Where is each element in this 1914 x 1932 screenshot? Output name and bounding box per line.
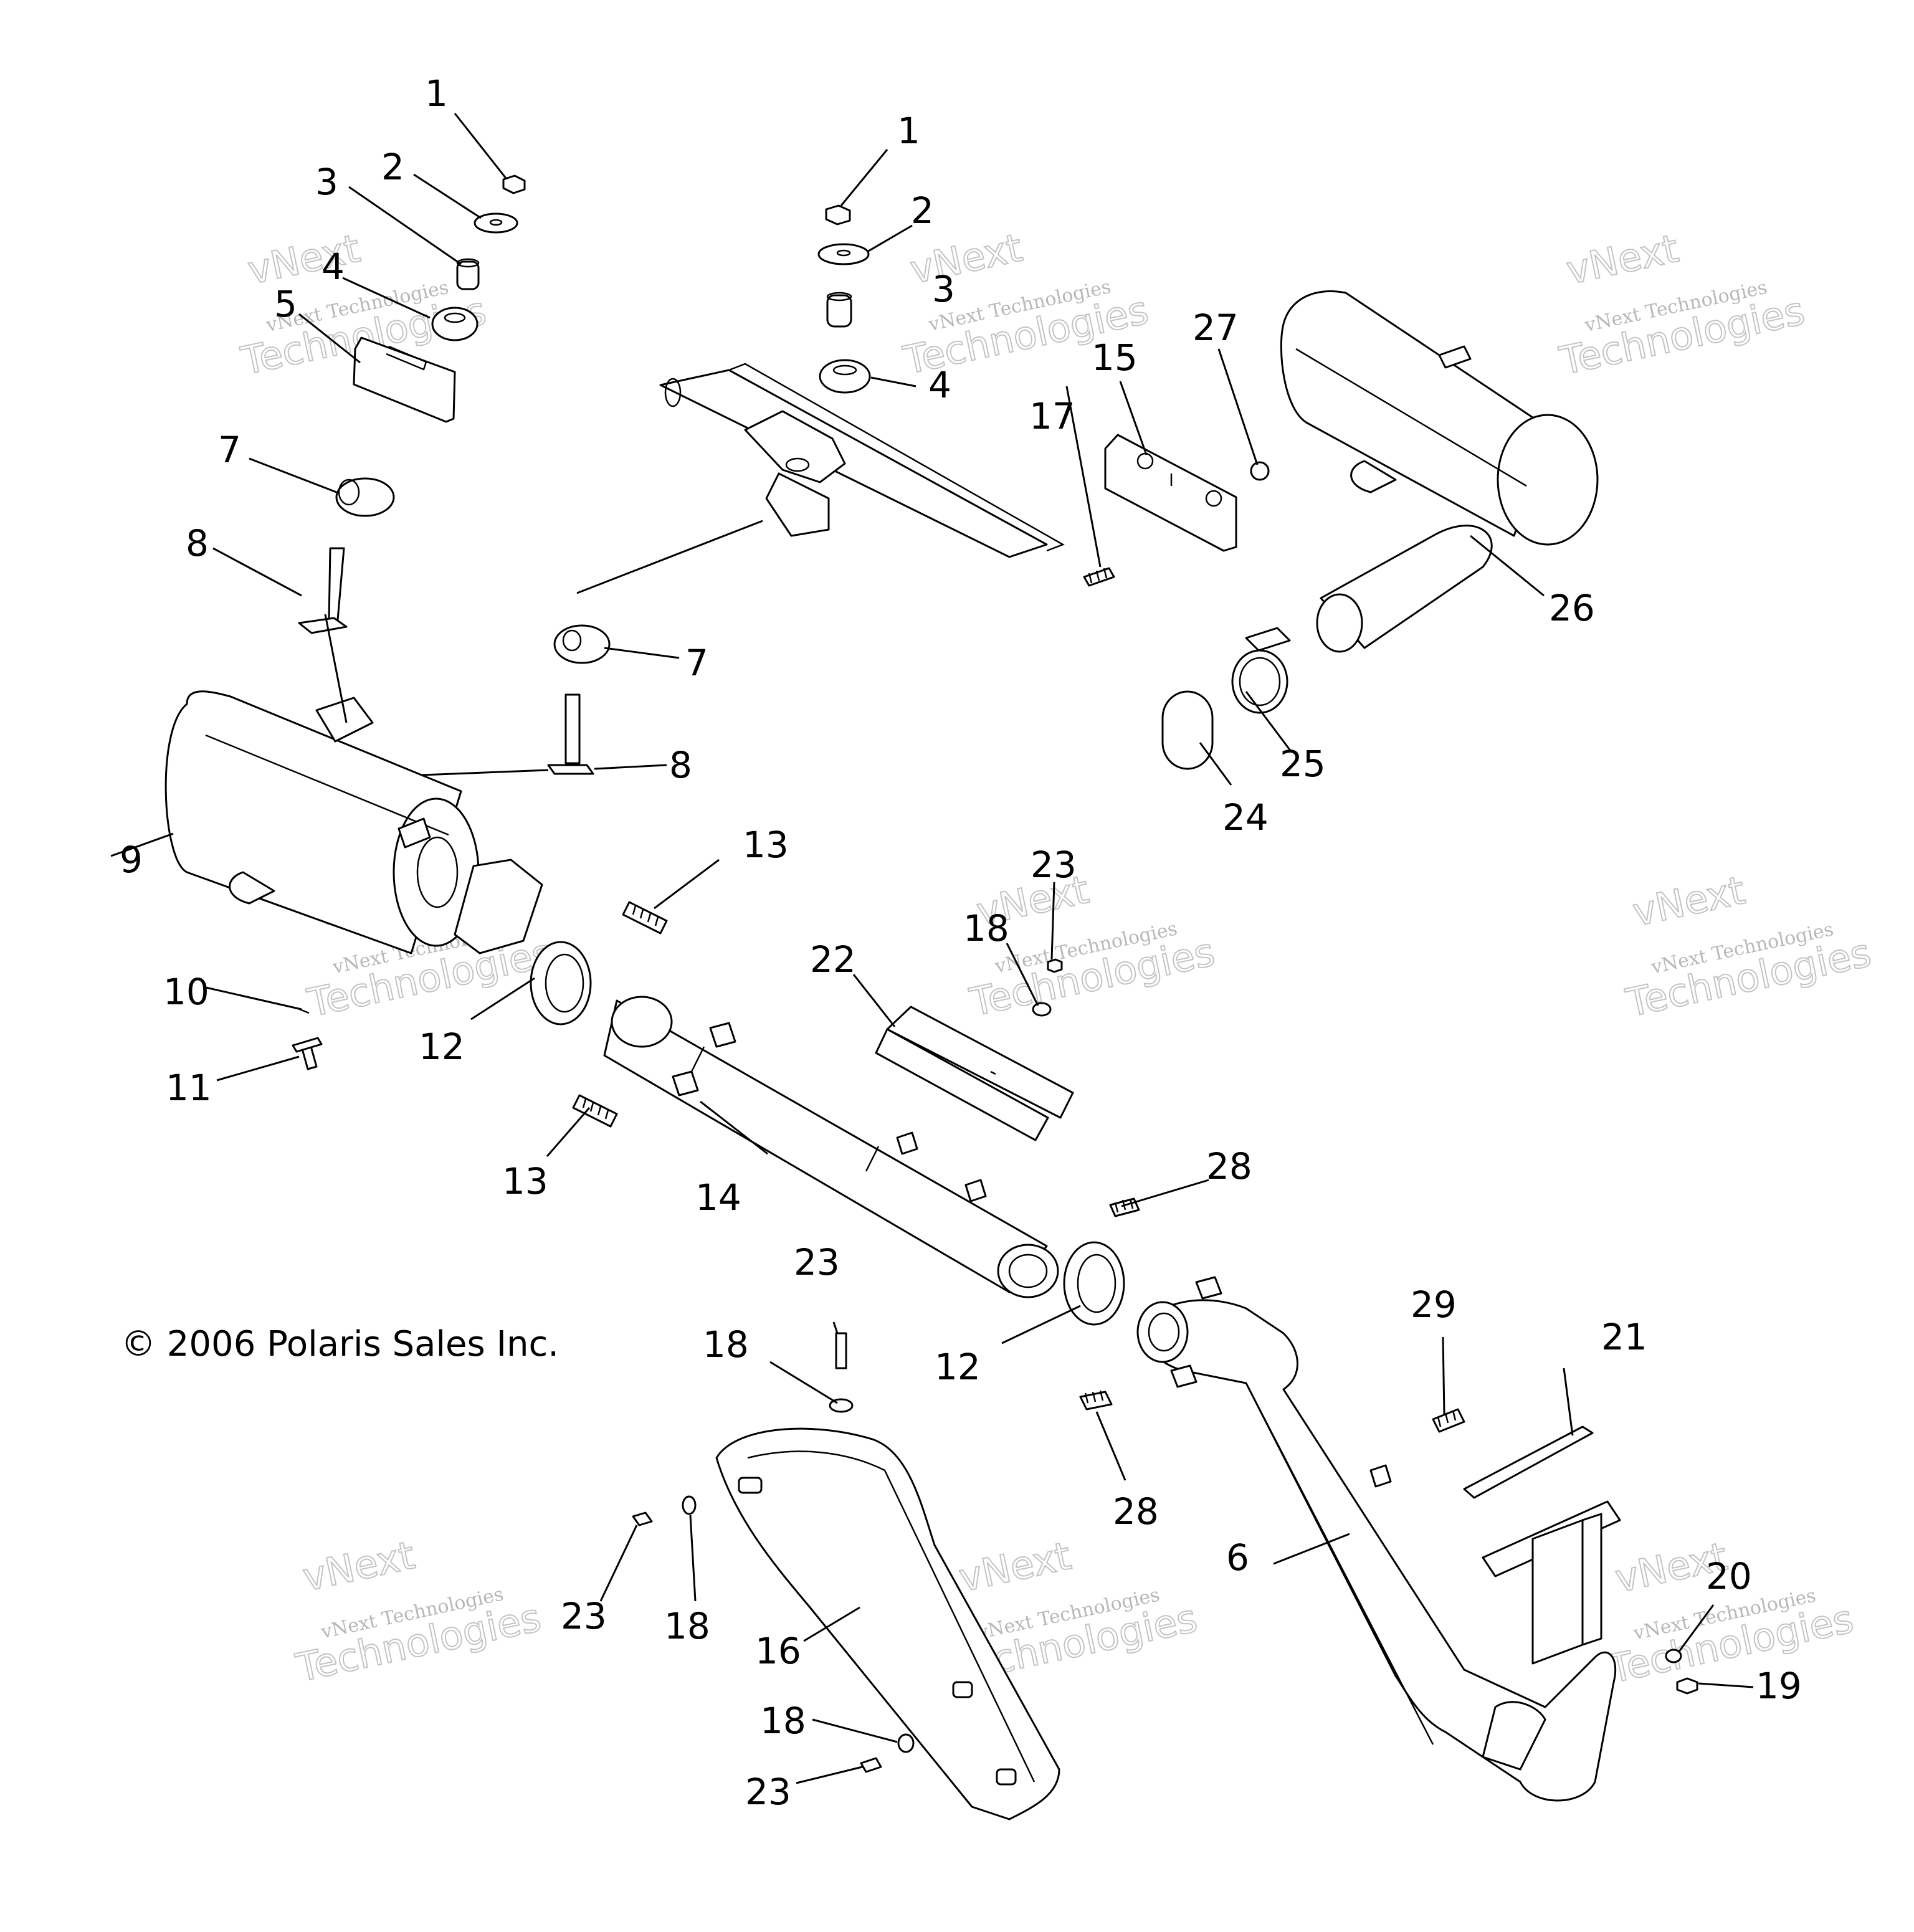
callout-1: 1 bbox=[425, 72, 448, 115]
grommet-part-7 bbox=[553, 624, 611, 664]
callout-8: 8 bbox=[186, 522, 209, 564]
callout-11: 11 bbox=[166, 1067, 212, 1109]
washer-part-2 bbox=[817, 243, 870, 265]
callout-10: 10 bbox=[163, 971, 209, 1013]
nut-part-1 bbox=[502, 174, 526, 194]
gasket-part-12 bbox=[1063, 1241, 1125, 1326]
bolt-part-8 bbox=[564, 693, 581, 764]
nut-part-19 bbox=[1676, 1677, 1698, 1695]
shield-part-22 bbox=[875, 1006, 1074, 1141]
bolt-part-8 bbox=[328, 547, 345, 621]
callout-16: 16 bbox=[755, 1630, 801, 1672]
callout-24: 24 bbox=[1222, 796, 1269, 839]
washer-part-18 bbox=[1032, 1002, 1052, 1017]
washer-part-2 bbox=[474, 212, 518, 234]
screw-part-23 bbox=[632, 1511, 653, 1526]
washer-part-20 bbox=[1665, 1649, 1682, 1663]
copyright-text: © 2006 Polaris Sales Inc. bbox=[121, 1324, 559, 1364]
screw-part-23 bbox=[1047, 958, 1063, 973]
spring-part-28 bbox=[1079, 1391, 1113, 1411]
callout-28: 28 bbox=[1113, 1490, 1159, 1533]
gasket-part-12 bbox=[530, 941, 592, 1025]
callout-7: 7 bbox=[685, 642, 708, 684]
callout-5: 5 bbox=[274, 283, 297, 325]
callout-8: 8 bbox=[669, 744, 692, 786]
grommet-part-7 bbox=[335, 477, 395, 517]
callout-29: 29 bbox=[1411, 1283, 1457, 1326]
clamp-part-25 bbox=[1231, 627, 1291, 714]
callout-25: 25 bbox=[1280, 743, 1326, 785]
callout-14: 14 bbox=[695, 1176, 741, 1219]
callout-18: 18 bbox=[760, 1700, 806, 1742]
plate-part-15 bbox=[1104, 434, 1237, 552]
watermark-brand: vNext bbox=[299, 1532, 419, 1600]
callout-22: 22 bbox=[810, 938, 856, 981]
callout-20: 20 bbox=[1706, 1555, 1752, 1597]
callout-labels: 1 2 3 4 5 7 8 1 2 3 4 7 8 9 10 11 12 13 … bbox=[120, 72, 1802, 1813]
muffler-part-9 bbox=[110, 690, 543, 954]
callout-4: 4 bbox=[928, 364, 951, 406]
callout-23: 23 bbox=[1031, 844, 1077, 886]
spacer-part-3 bbox=[826, 294, 852, 328]
spring-part-29 bbox=[1432, 1408, 1465, 1433]
watermark-brand: vNext bbox=[244, 226, 364, 293]
callout-18: 18 bbox=[703, 1323, 749, 1366]
left-hardware-stack bbox=[298, 174, 526, 634]
grommet-part-4 bbox=[819, 359, 871, 394]
callout-2: 2 bbox=[381, 146, 404, 188]
callout-26: 26 bbox=[1549, 587, 1595, 629]
callout-23: 23 bbox=[745, 1771, 791, 1813]
callout-17: 17 bbox=[1029, 395, 1075, 437]
callout-13: 13 bbox=[502, 1160, 548, 1202]
watermark-brand: vNext bbox=[907, 225, 1026, 293]
callout-1: 1 bbox=[897, 110, 920, 152]
washer-part-18 bbox=[897, 1733, 915, 1753]
screw-part-23 bbox=[860, 1757, 882, 1773]
grommet-part-4 bbox=[431, 307, 478, 341]
callout-3: 3 bbox=[932, 268, 955, 310]
pipe-part-14 bbox=[603, 996, 1059, 1298]
callout-13: 13 bbox=[743, 824, 789, 866]
callout-19: 19 bbox=[1756, 1665, 1802, 1707]
callout-15: 15 bbox=[1092, 336, 1138, 379]
heatshield-part-16 bbox=[715, 1427, 1060, 1820]
watermark-brand: vNext bbox=[955, 1533, 1075, 1601]
watermark-brand: vNext bbox=[1629, 867, 1748, 935]
callout-7: 7 bbox=[218, 429, 241, 471]
spring-part-17 bbox=[1083, 567, 1115, 587]
callout-18: 18 bbox=[664, 1605, 710, 1647]
bracket-part-5 bbox=[353, 336, 456, 423]
callout-2: 2 bbox=[911, 189, 934, 232]
watermark-brand: vNext bbox=[1563, 226, 1682, 293]
callout-23: 23 bbox=[794, 1241, 840, 1283]
callout-18: 18 bbox=[963, 907, 1009, 949]
callout-3: 3 bbox=[315, 161, 338, 203]
callout-9: 9 bbox=[120, 839, 143, 881]
bracket-part-21 bbox=[1463, 1425, 1621, 1665]
gasket-part-24 bbox=[1161, 690, 1214, 770]
muffler-part-26 bbox=[1280, 290, 1599, 653]
callout-12: 12 bbox=[935, 1346, 981, 1388]
leader-lines bbox=[202, 113, 1754, 1784]
callout-27: 27 bbox=[1193, 307, 1239, 349]
frame-rail-part bbox=[576, 363, 1065, 594]
center-hardware-stack bbox=[547, 204, 871, 775]
spring-part-13 bbox=[622, 901, 668, 935]
screw-part-23 bbox=[835, 1332, 847, 1369]
callout-12: 12 bbox=[419, 1025, 465, 1068]
callout-28: 28 bbox=[1206, 1145, 1252, 1187]
callout-4: 4 bbox=[321, 245, 345, 288]
callout-23: 23 bbox=[561, 1595, 607, 1637]
washer-part-18 bbox=[682, 1495, 697, 1515]
callout-6: 6 bbox=[1226, 1536, 1249, 1579]
spacer-part-3 bbox=[456, 260, 480, 290]
spring-part-13 bbox=[572, 1094, 618, 1128]
nut-part-27 bbox=[1250, 461, 1270, 481]
headpipe-part-6 bbox=[1136, 1276, 1617, 1802]
nut-part-1 bbox=[825, 204, 851, 226]
callout-21: 21 bbox=[1601, 1316, 1647, 1358]
